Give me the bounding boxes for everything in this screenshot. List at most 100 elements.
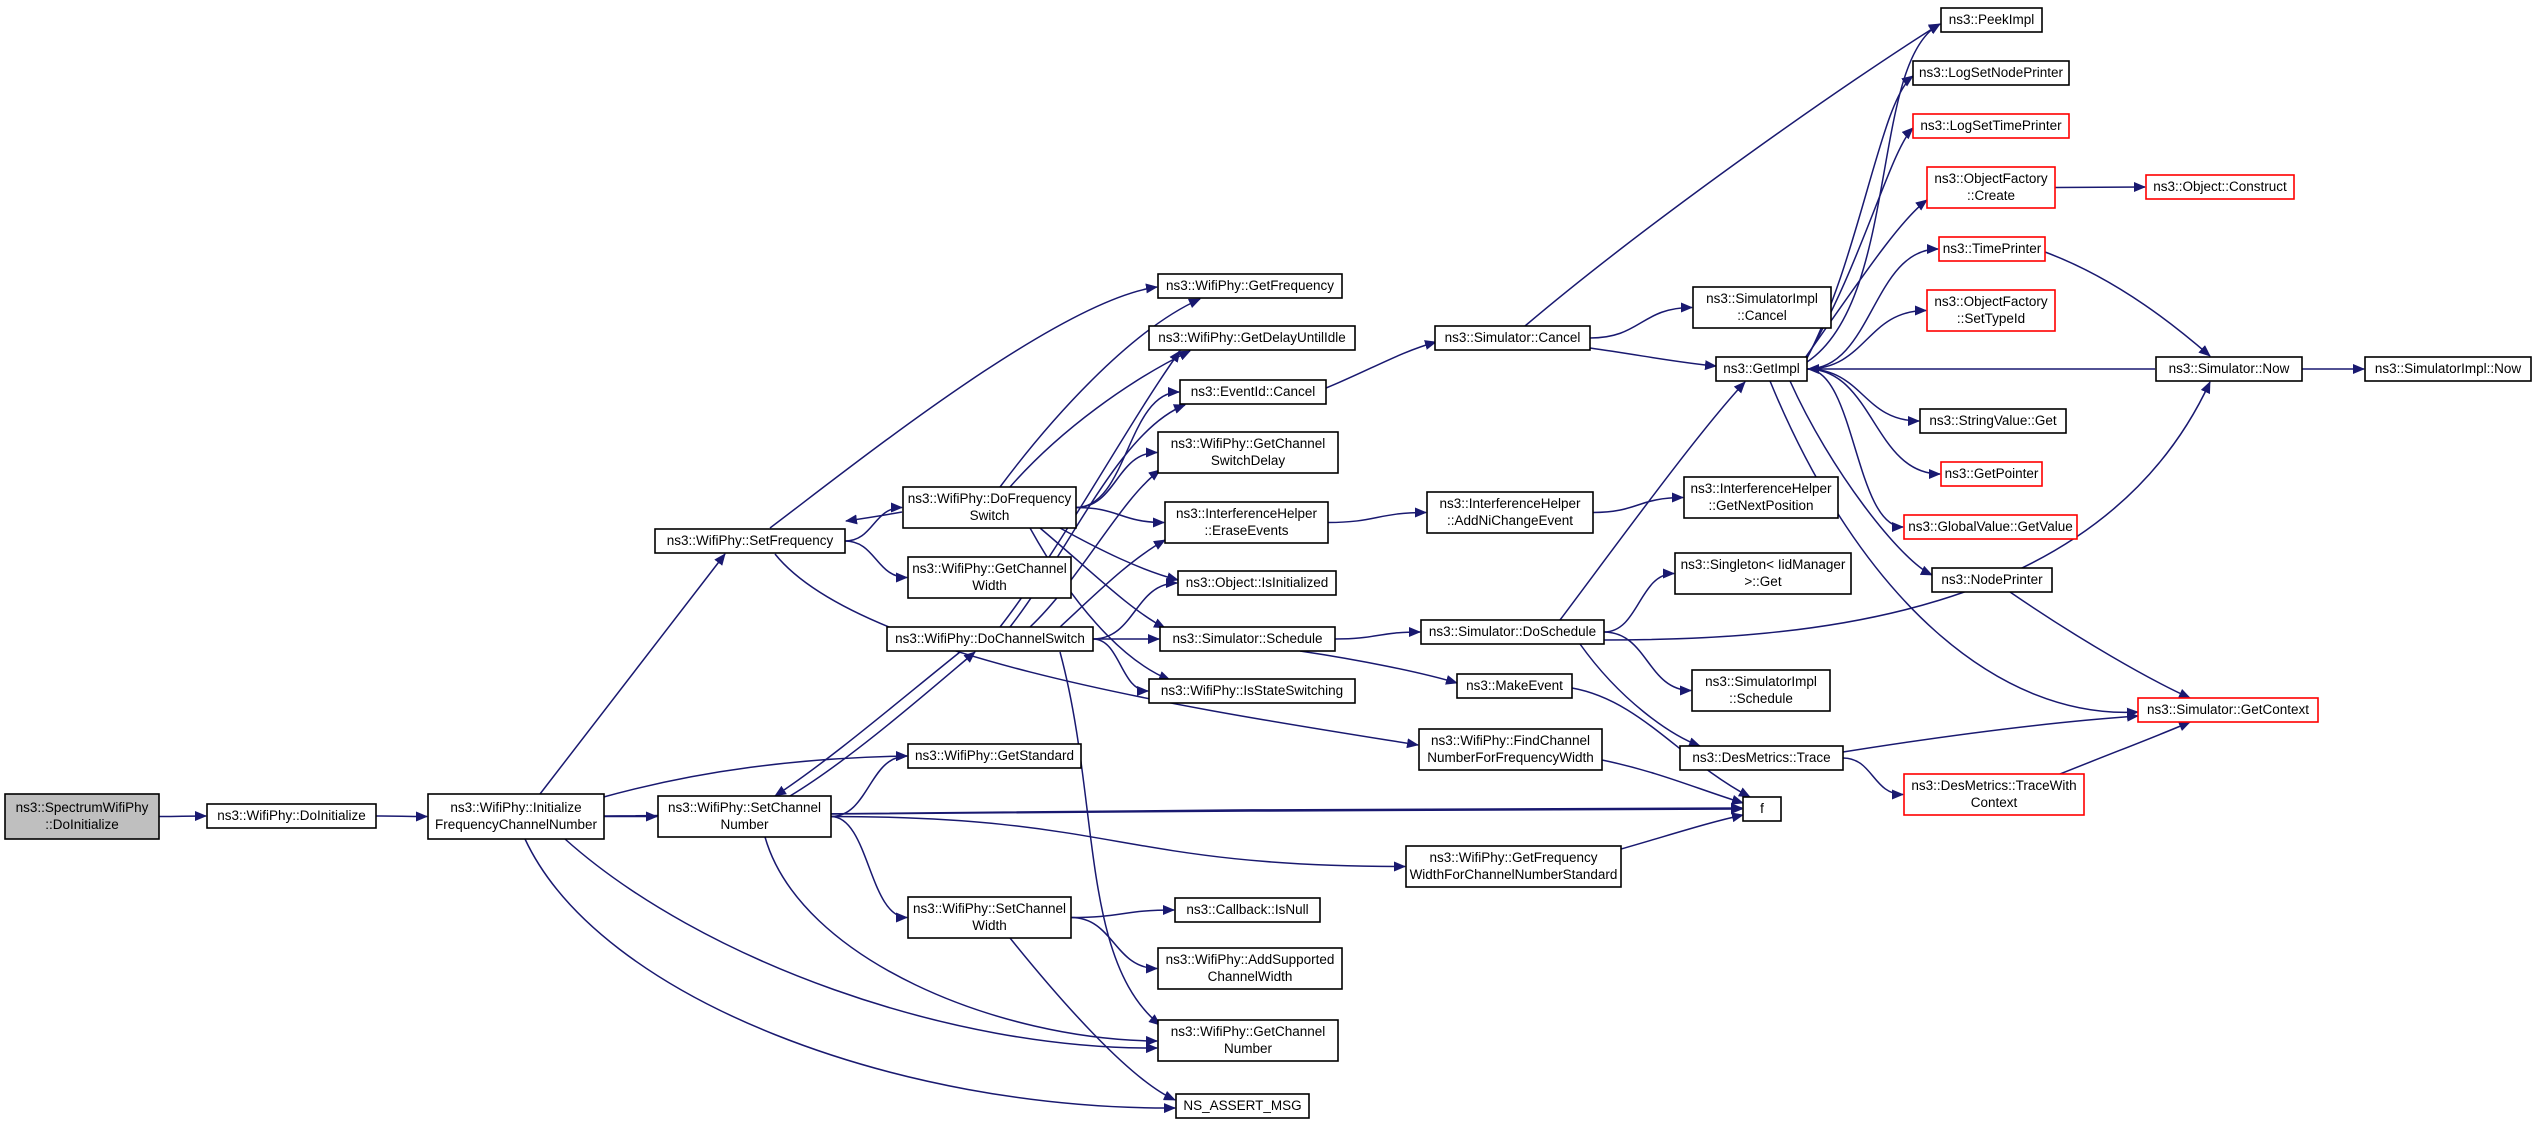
node-make-event[interactable]: ns3::MakeEvent [1456, 673, 1573, 699]
node-label: ns3::Simulator::DoSchedule [1429, 624, 1596, 639]
edge-get-impl-to-objfactory-create [1804, 199, 1928, 359]
node-label: ns3::DesMetrics::Trace [1692, 750, 1830, 765]
node-stringvalue-get[interactable]: ns3::StringValue::Get [1919, 408, 2067, 434]
node-label: WidthForChannelNumberStandard [1410, 867, 1618, 882]
edge-trace-with-context-to-simulator-getcontext [2059, 721, 2191, 775]
node-objfactory-settypeid[interactable]: ns3::ObjectFactory::SetTypeId [1926, 289, 2056, 332]
edge-init-freq-to-set-freq [539, 553, 726, 795]
edge-get-freq-width-for-cn-to-f [1620, 812, 1744, 850]
node-log-set-time-printer[interactable]: ns3::LogSetTimePrinter [1912, 113, 2070, 139]
node-box [1903, 773, 2085, 816]
node-box [2137, 697, 2319, 723]
node-label: ns3::NodePrinter [1941, 572, 2043, 587]
node-box [1164, 501, 1329, 544]
node-add-ni-change-event[interactable]: ns3::InterferenceHelper::AddNiChangeEven… [1426, 491, 1594, 534]
node-label: f [1760, 801, 1764, 816]
node-label: ns3::TimePrinter [1943, 241, 2042, 256]
node-init-freq[interactable]: ns3::WifiPhy::InitializeFrequencyChannel… [427, 793, 605, 840]
edge-get-impl-to-get-pointer [1806, 368, 1941, 479]
edge-simulator-doschedule-to-get-impl [1559, 381, 1746, 621]
node-globalvalue-getvalue[interactable]: ns3::GlobalValue::GetValue [1903, 514, 2078, 540]
node-do-channel-switch[interactable]: ns3::WifiPhy::DoChannelSwitch [886, 626, 1094, 652]
node-is-initialized[interactable]: ns3::Object::IsInitialized [1177, 570, 1337, 596]
node-box [1177, 570, 1337, 596]
node-label: ns3::PeekImpl [1949, 12, 2035, 27]
node-simulator-schedule[interactable]: ns3::Simulator::Schedule [1159, 626, 1336, 652]
node-label: ::DoInitialize [45, 817, 119, 832]
node-peek-impl[interactable]: ns3::PeekImpl [1940, 7, 2043, 33]
node-box [1148, 678, 1356, 704]
node-box [1159, 626, 1336, 652]
node-box [1174, 897, 1321, 923]
node-object-construct[interactable]: ns3::Object::Construct [2145, 174, 2295, 200]
node-simimpl-cancel[interactable]: ns3::SimulatorImpl::Cancel [1692, 286, 1832, 329]
node-get-standard[interactable]: ns3::WifiPhy::GetStandard [907, 743, 1082, 769]
node-box [902, 486, 1077, 529]
edge-do-channel-switch-to-is-state-switching [1092, 638, 1149, 696]
node-box [1405, 845, 1622, 888]
edge-do-freq-switch-to-is-state-switching [1029, 527, 1171, 681]
node-label: Width [972, 918, 1007, 933]
node-find-channel-number[interactable]: ns3::WifiPhy::FindChannelNumberForFreque… [1418, 728, 1603, 771]
node-f[interactable]: f [1742, 796, 1782, 822]
node-simulator-doschedule[interactable]: ns3::Simulator::DoSchedule [1420, 619, 1605, 645]
node-box [1715, 356, 1808, 382]
node-get-delay-until-idle[interactable]: ns3::WifiPhy::GetDelayUntilIdle [1148, 325, 1356, 351]
edge-simulator-schedule-to-simulator-doschedule [1334, 627, 1421, 640]
edge-init-freq-to-get-channel-number [564, 838, 1158, 1054]
node-is-state-switching[interactable]: ns3::WifiPhy::IsStateSwitching [1148, 678, 1356, 704]
node-simulator-cancel[interactable]: ns3::Simulator::Cancel [1434, 325, 1591, 351]
node-log-set-node-printer[interactable]: ns3::LogSetNodePrinter [1912, 60, 2070, 86]
node-set-freq[interactable]: ns3::WifiPhy::SetFrequency [654, 528, 846, 554]
node-simulator-now[interactable]: ns3::Simulator::Now [2155, 356, 2303, 382]
edge-node-printer-to-simulator-getcontext [2009, 591, 2191, 699]
node-box [1157, 1019, 1339, 1062]
node-callback-isnull[interactable]: ns3::Callback::IsNull [1174, 897, 1321, 923]
node-box [1938, 236, 2046, 262]
node-get-impl[interactable]: ns3::GetImpl [1715, 356, 1808, 382]
node-label: ::AddNiChangeEvent [1447, 513, 1573, 528]
node-label: ns3::GetPointer [1945, 466, 2039, 481]
node-ns-assert-msg[interactable]: NS_ASSERT_MSG [1175, 1093, 1310, 1119]
node-simimpl-schedule[interactable]: ns3::SimulatorImpl::Schedule [1691, 669, 1831, 712]
node-box [1691, 669, 1831, 712]
node-get-freq-width-for-cn[interactable]: ns3::WifiPhy::GetFrequencyWidthForChanne… [1405, 845, 1622, 888]
node-label: SwitchDelay [1211, 453, 1286, 468]
node-label: ns3::Callback::IsNull [1186, 902, 1308, 917]
node-get-frequency[interactable]: ns3::WifiPhy::GetFrequency [1157, 273, 1343, 299]
node-label: ns3::WifiPhy::DoInitialize [217, 808, 366, 823]
edge-set-freq-to-do-freq-switch [844, 502, 903, 542]
node-box [1674, 552, 1852, 595]
node-eventid-cancel[interactable]: ns3::EventId::Cancel [1179, 379, 1327, 405]
node-wifi-doinit[interactable]: ns3::WifiPhy::DoInitialize [206, 803, 377, 829]
node-box [1175, 1093, 1310, 1119]
edge-spectrum-doinit-to-wifi-doinit [158, 811, 207, 822]
node-label: ns3::WifiPhy::SetChannel [668, 800, 821, 815]
node-label: ns3::SimulatorImpl [1706, 291, 1818, 306]
node-simulator-getcontext[interactable]: ns3::Simulator::GetContext [2137, 697, 2319, 723]
node-label: ns3::Simulator::Now [2169, 361, 2290, 376]
node-box [1912, 60, 2070, 86]
node-get-pointer[interactable]: ns3::GetPointer [1940, 461, 2043, 487]
edge-set-channel-number-to-get-channel-number [764, 836, 1158, 1046]
node-objfactory-create[interactable]: ns3::ObjectFactory::Create [1926, 166, 2056, 209]
node-time-printer[interactable]: ns3::TimePrinter [1938, 236, 2046, 262]
edge-simulator-doschedule-to-singleton-get [1603, 568, 1675, 633]
edge-objfactory-create-to-object-construct [2054, 182, 2146, 193]
node-erase-events[interactable]: ns3::InterferenceHelper::EraseEvents [1164, 501, 1329, 544]
node-simimpl-now[interactable]: ns3::SimulatorImpl::Now [2364, 356, 2532, 382]
node-box [1919, 408, 2067, 434]
node-node-printer[interactable]: ns3::NodePrinter [1931, 567, 2053, 593]
node-singleton-get[interactable]: ns3::Singleton< IidManager >::Get [1674, 552, 1852, 595]
node-spectrum-doinit[interactable]: ns3::SpectrumWifiPhy::DoInitialize [4, 793, 160, 840]
node-get-next-position[interactable]: ns3::InterferenceHelper::GetNextPosition [1683, 476, 1839, 519]
node-desmetrics-trace[interactable]: ns3::DesMetrics::Trace [1679, 745, 1844, 771]
